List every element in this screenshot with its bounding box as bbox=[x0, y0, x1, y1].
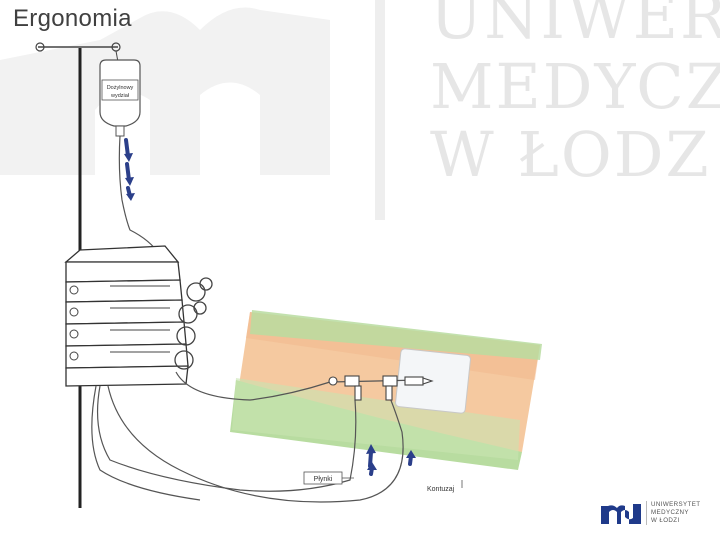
iv-bag-label-box bbox=[101, 79, 139, 101]
stopcocks bbox=[328, 375, 434, 401]
um-logo-icon bbox=[601, 504, 641, 524]
callout-right: Kontuzaj bbox=[427, 480, 463, 493]
patient-arm bbox=[230, 310, 542, 470]
callout-left-text: Płynki bbox=[314, 476, 333, 483]
watermark-line-2: MEDYCZ bbox=[430, 50, 720, 123]
watermark-line-1: UNIWER bbox=[430, 0, 720, 53]
logo-line-3: W ŁODZI bbox=[651, 517, 680, 524]
infusion-pump-stack bbox=[64, 245, 213, 387]
watermark-line-3: W ŁODZ bbox=[430, 118, 711, 191]
university-logo: UNIWERSYTET MEDYCZNY W ŁODZI bbox=[600, 499, 710, 529]
logo-line-1: UNIWERSYTET bbox=[651, 501, 701, 508]
callout-left: Płynki bbox=[303, 471, 354, 485]
callout-right-text: Kontuzaj bbox=[427, 486, 455, 493]
iv-bag-label-line-2: wydział bbox=[110, 93, 130, 99]
iv-bag: Dożylnowy wydział bbox=[99, 59, 141, 137]
logo-text: UNIWERSYTET MEDYCZNY W ŁODZI bbox=[646, 501, 715, 525]
logo-line-2: MEDYCZNY bbox=[651, 509, 689, 516]
flow-arrows-down bbox=[124, 138, 135, 201]
iv-bag-label-line-1: Dożylnowy bbox=[107, 85, 134, 91]
slide-title: Ergonomia bbox=[13, 5, 132, 32]
flow-arrows-up bbox=[366, 444, 416, 476]
